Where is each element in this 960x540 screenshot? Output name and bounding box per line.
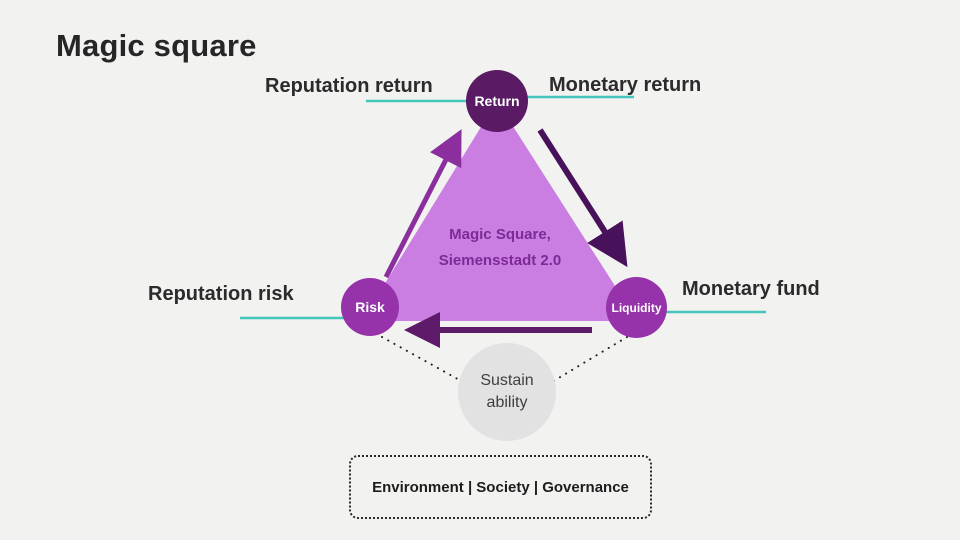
sustainability-circle: Sustain ability — [458, 343, 556, 441]
sustainability-label-line2: ability — [486, 394, 528, 411]
label-monetary-return: Monetary return — [549, 74, 702, 96]
dotted-line-liquidity-sustainability — [551, 336, 628, 383]
sustainability-label-line1: Sustain — [480, 372, 534, 390]
label-reputation-return: Reputation return — [265, 75, 433, 97]
triangle-center-caption: Magic Square, Siemensstadt 2.0 — [390, 222, 610, 275]
esg-box-label: Environment | Society | Governance — [372, 478, 629, 496]
node-risk-label: Risk — [355, 299, 385, 315]
arrow-risk-to-return — [383, 129, 462, 279]
center-caption-line2: Siemensstadt 2.0 — [438, 252, 562, 270]
node-return-label: Return — [474, 93, 520, 109]
node-liquidity: Liquidity — [606, 277, 667, 338]
label-reputation-risk: Reputation risk — [148, 283, 294, 305]
node-liquidity-label: Liquidity — [611, 300, 662, 315]
arrow-return-to-liquidity — [537, 128, 628, 268]
esg-box: Environment | Society | Governance — [349, 455, 652, 519]
label-monetary-fund: Monetary fund — [682, 278, 820, 300]
node-risk: Risk — [341, 278, 399, 336]
triangle-shape — [369, 109, 630, 321]
page-title: Magic square — [56, 28, 257, 63]
dotted-line-risk-sustainability — [381, 336, 464, 383]
center-caption-line1: Magic Square, — [449, 226, 551, 243]
node-return: Return — [466, 70, 528, 132]
